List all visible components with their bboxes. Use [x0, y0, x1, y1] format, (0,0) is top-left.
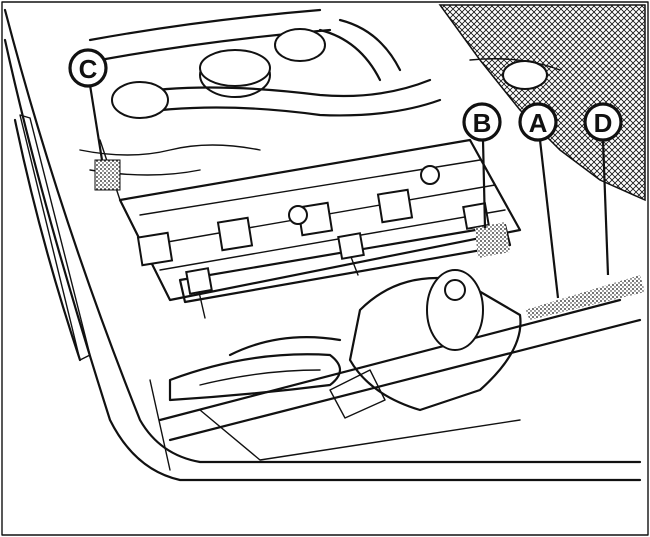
wiring-harness	[79, 139, 261, 201]
leader-a	[538, 139, 560, 299]
radiator-grille	[438, 4, 646, 202]
leader-d	[601, 139, 610, 276]
callout-a: A	[518, 102, 558, 142]
callout-b: B	[462, 102, 502, 142]
marked-area-a-d	[475, 222, 645, 320]
callout-label-d: D	[594, 108, 613, 138]
callout-leaders	[88, 84, 610, 299]
intake-hoses	[88, 8, 561, 119]
injector-rail	[178, 202, 512, 319]
callout-label-b: B	[473, 108, 492, 138]
valve-cover	[118, 138, 522, 302]
lower-hose	[168, 336, 342, 402]
leader-b	[481, 139, 487, 229]
callout-label-a: A	[529, 108, 548, 138]
coolant-reservoir	[329, 269, 522, 419]
callout-label-c: C	[79, 54, 98, 84]
leader-c	[88, 84, 104, 161]
front-panel	[149, 298, 642, 471]
left-fender	[3, 8, 642, 482]
callout-d: D	[583, 102, 623, 142]
callout-c: C	[68, 48, 108, 88]
